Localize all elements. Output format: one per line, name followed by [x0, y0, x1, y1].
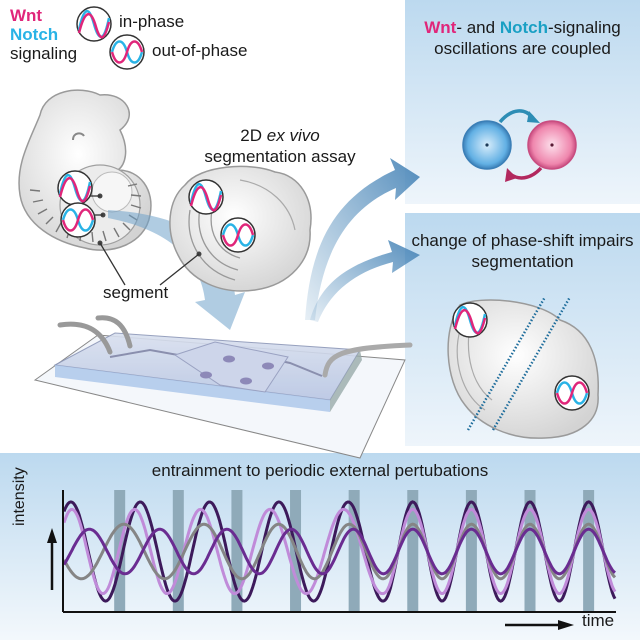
legend-out-of-phase: out-of-phase: [152, 41, 248, 60]
coupled-oscillators-illustration: [462, 109, 577, 182]
assay-title-prefix: 2D: [240, 126, 267, 145]
coupled-wnt: Wnt: [424, 18, 457, 37]
arrow-to-phase-icon: [310, 240, 420, 322]
out-of-phase-icon: [108, 33, 146, 71]
coupled-and: - and: [456, 18, 500, 37]
series-line-0: [62, 500, 617, 603]
explant-out-of-phase-icon: [219, 216, 257, 254]
perturbation-pulse: [583, 490, 595, 611]
explant-illustration: [159, 165, 312, 292]
coupled-panel: [405, 0, 640, 204]
embryo-out-of-phase-icon: [59, 201, 97, 239]
chart-ylabel: intensity: [11, 467, 28, 526]
intensity-arrowhead-icon: [47, 528, 57, 543]
transfer-arrow-icon: [108, 210, 245, 330]
chart-title: entrainment to periodic external pertuba…: [151, 461, 489, 480]
time-arrowhead-icon: [558, 620, 574, 630]
series-line-2: [62, 522, 617, 581]
perturbation-pulse: [407, 490, 419, 611]
legend-notch: Notch: [10, 25, 59, 44]
phase-title: change of phase-shift impairs segmentati…: [411, 231, 634, 271]
legend-wnt: Wnt: [10, 6, 43, 25]
chart-xlabel: time: [582, 611, 615, 630]
perturbation-pulse: [524, 490, 536, 611]
in-phase-icon: [75, 5, 113, 43]
segment-label: segment: [103, 283, 169, 302]
entrainment-chart: [47, 490, 617, 630]
assay-title: 2D ex vivo segmentation assay: [180, 125, 380, 167]
embryo-illustration: [18, 89, 152, 286]
coupled-title: Wnt- and Notch-signaling oscillations ar…: [405, 17, 640, 59]
explant-in-phase-icon: [187, 178, 225, 216]
phase-out-of-phase-icon: [553, 374, 591, 412]
assay-title-italic: ex vivo: [266, 126, 320, 145]
perturbation-pulse: [172, 490, 184, 611]
microfluidic-chip-illustration: [33, 315, 413, 459]
perturbation-pulse: [348, 490, 360, 611]
perturbation-pulse: [231, 490, 243, 611]
phase-shift-explant-illustration: [447, 296, 599, 439]
legend-in-phase: in-phase: [119, 12, 185, 31]
coupled-notch: Notch: [499, 18, 548, 37]
legend-signaling: signaling: [10, 44, 78, 63]
embryo-in-phase-icon: [56, 169, 94, 207]
phase-in-phase-icon: [451, 301, 489, 339]
perturbation-pulse: [465, 490, 477, 611]
assay-title-line2: segmentation assay: [204, 147, 356, 166]
coupled-rest: -signaling oscillations are coupled: [434, 18, 621, 58]
series-line-3: [62, 527, 616, 576]
